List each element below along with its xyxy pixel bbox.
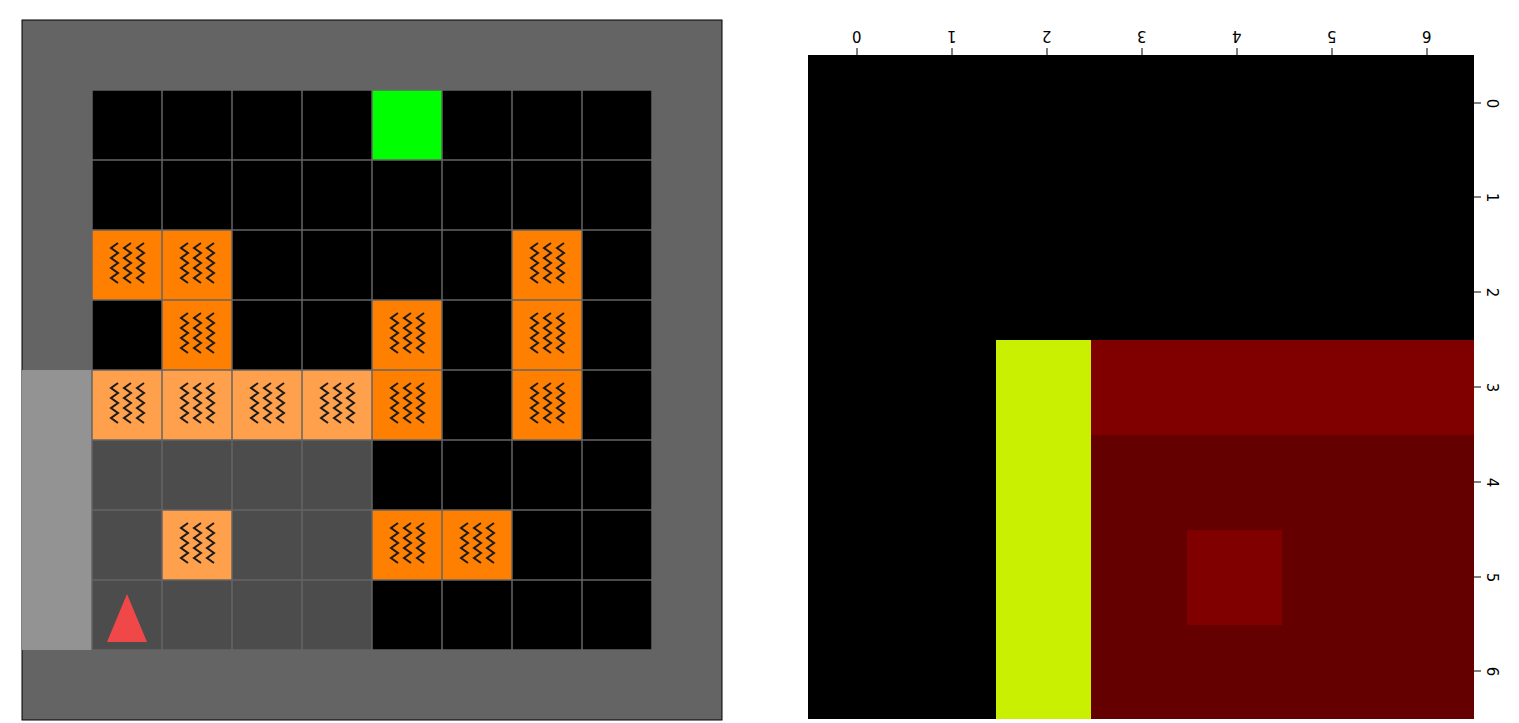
axis-tick-label: 2 <box>1484 287 1499 297</box>
axis-tick-label: 4 <box>1232 28 1242 43</box>
axis-tick-label: 0 <box>852 28 862 43</box>
axis-tick-label: 6 <box>1484 666 1499 676</box>
axis-tick-label: 6 <box>1422 28 1432 43</box>
axis-tick-label: 3 <box>1484 382 1499 392</box>
axis-tick-label: 0 <box>1484 98 1499 108</box>
axis-tick-label: 1 <box>1484 192 1499 202</box>
axis-tick-label: 3 <box>1137 28 1147 43</box>
axis-tick-label: 1 <box>947 28 957 43</box>
axis-tick-label: 4 <box>1484 477 1499 487</box>
axis-tick-label: 5 <box>1484 572 1499 582</box>
axis-tick-label: 2 <box>1042 28 1052 43</box>
axis-tick-label: 5 <box>1327 28 1337 43</box>
